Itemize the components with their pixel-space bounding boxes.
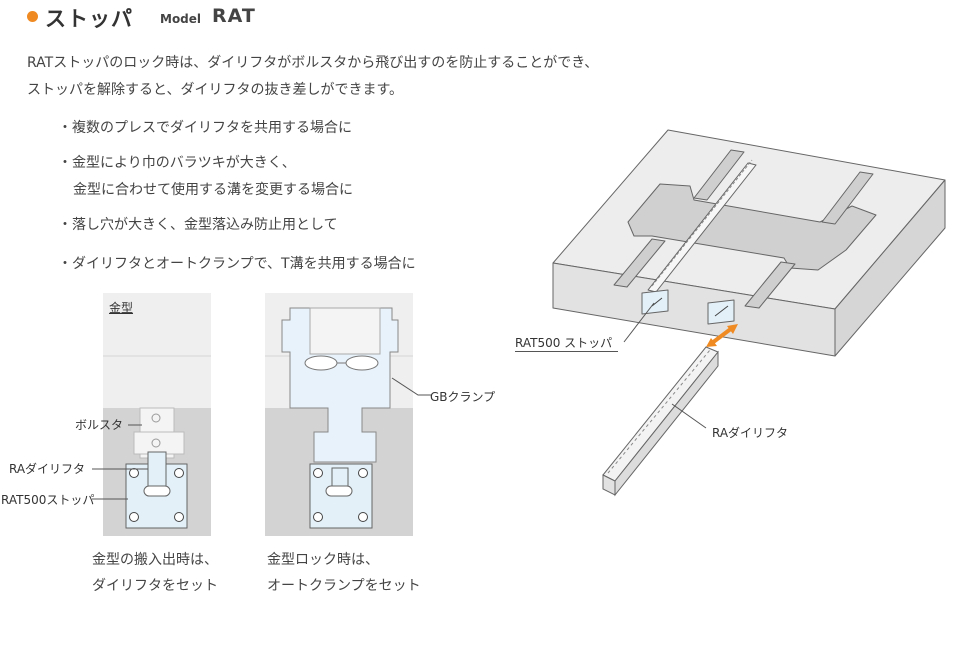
- t-slot: [744, 261, 796, 309]
- bolt-icon: [174, 512, 184, 522]
- rat500-stopper-label: RAT500ストッパ: [1, 493, 95, 507]
- orange-bullet-icon: [27, 11, 38, 22]
- caption-right-line-2: オートクランプをセット: [267, 578, 421, 594]
- bullet-mark: ・: [58, 120, 72, 136]
- gb-clamp-label: GBクランプ: [430, 390, 496, 404]
- bullet-item-4: ・ダイリフタとオートクランプで、T溝を共用する場合に: [58, 256, 416, 272]
- diagram-die-loading: [92, 293, 211, 536]
- iso-bolster-drawing: [552, 129, 946, 357]
- clamp-cylinder-icon: [345, 355, 379, 371]
- caption-left-line-2: ダイリフタをセット: [92, 578, 218, 594]
- model-value: RAT: [212, 5, 256, 27]
- caption-left-line-1: 金型の搬入出時は、: [92, 552, 218, 568]
- bolt-icon: [313, 512, 323, 522]
- caption-right-line-1: 金型ロック時は、: [267, 552, 379, 568]
- t-slot: [693, 149, 745, 201]
- stopper-handle: [651, 297, 663, 307]
- bolt-icon: [358, 468, 368, 478]
- bullet-mark: ・: [58, 217, 72, 233]
- lifter-top: [602, 346, 719, 482]
- page-title: ストッパ: [45, 7, 133, 31]
- die-label: 金型: [109, 301, 134, 315]
- arrow-head: [706, 338, 717, 347]
- bullet-item-2: ・金型により巾のバラツキが大きく、: [58, 155, 296, 171]
- t-slot: [613, 238, 666, 288]
- bullet-mark: ・: [58, 155, 72, 171]
- lifter-rollers: [607, 349, 711, 474]
- intro-line-1: RATストッパのロック時は、ダイリフタがボルスタから飛び出すのを防止することがで…: [27, 55, 599, 71]
- double-arrow-icon: [706, 324, 738, 347]
- leader-line: [671, 403, 707, 429]
- iso-lifter-label: RAダイリフタ: [712, 426, 789, 440]
- iso-stopper-1: [641, 289, 669, 315]
- lifter-rollers: [651, 159, 753, 287]
- leader-line: [623, 302, 655, 343]
- arrow-head: [727, 324, 738, 334]
- bullet-item-1: ・複数のプレスでダイリフタを共用する場合に: [58, 120, 352, 136]
- bullet-item-2-cont: 金型に合わせて使用する溝を変更する場合に: [73, 182, 353, 198]
- bolt-icon: [129, 468, 139, 478]
- bolster-right-face: [834, 179, 946, 357]
- lifter-hole-icon: [151, 438, 161, 448]
- lifter-side: [614, 350, 719, 497]
- clamp-head: [309, 307, 381, 355]
- bullet-item-3: ・落し穴が大きく、金型落込み防止用として: [58, 217, 338, 233]
- leader-line: [391, 377, 432, 396]
- stopper-slot-icon: [143, 485, 171, 497]
- diagram-die-locking: [265, 293, 432, 536]
- stopper-slot-icon: [325, 485, 353, 497]
- iso-extracted-lifter: [602, 346, 719, 497]
- t-slot: [821, 171, 874, 225]
- bolt-icon: [174, 468, 184, 478]
- bolt-icon: [129, 512, 139, 522]
- bolt-icon: [358, 512, 368, 522]
- die-area: [103, 293, 211, 408]
- ra-lifter-label: RAダイリフタ: [9, 462, 86, 476]
- bullet-mark: ・: [58, 256, 72, 272]
- arrow-shaft: [710, 326, 734, 345]
- bolster-center-hole: [627, 183, 877, 271]
- lifter-hole-icon: [151, 413, 161, 423]
- intro-line-2: ストッパを解除すると、ダイリフタの抜き差しができます。: [27, 82, 404, 98]
- model-label: Model: [160, 12, 202, 26]
- iso-stopper-label: RAT500 ストッパ: [515, 334, 619, 352]
- bolt-icon: [313, 468, 323, 478]
- clamp-cylinder-icon: [304, 355, 338, 371]
- lifter-flange: [133, 431, 185, 455]
- stopper-handle: [714, 305, 729, 317]
- bolster-label: ボルスタ: [75, 418, 124, 432]
